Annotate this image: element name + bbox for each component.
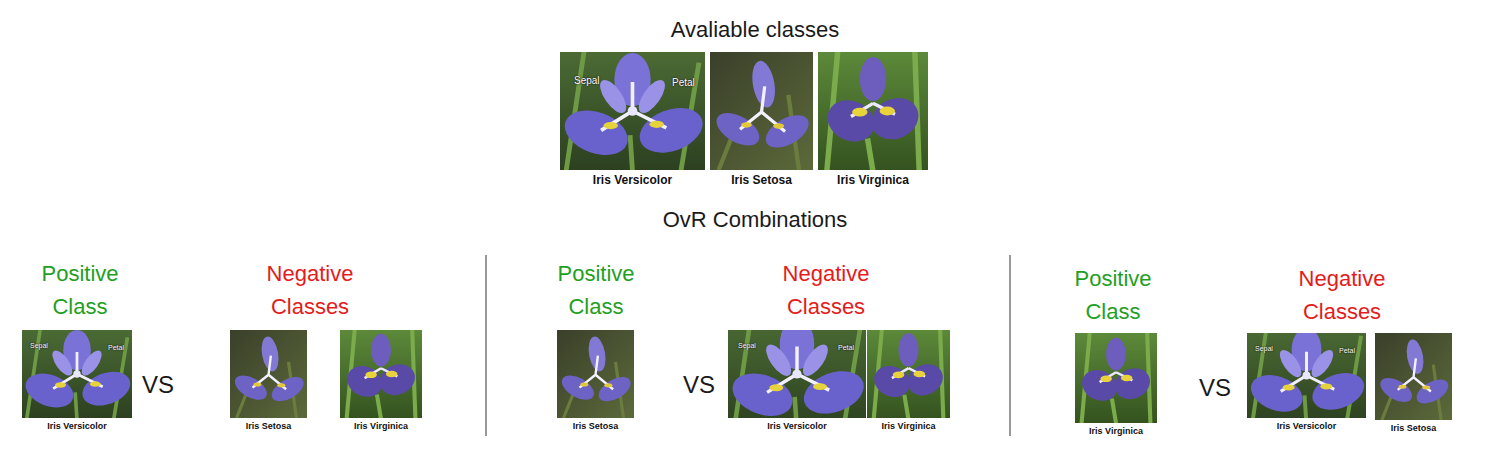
flower-illustration [22,330,132,418]
flower-tile: Sepal PetalIris Versicolor [22,330,132,431]
flower-illustration [710,52,813,170]
flower-tile: Iris Virginica [867,330,950,431]
flower-tile: Iris Setosa [710,52,813,187]
flower-tile: Sepal PetalIris Versicolor [728,330,866,431]
flower-tile: Iris Setosa [1375,333,1452,433]
flower-tile: Iris Virginica [818,52,928,187]
part-label: Petal [838,344,854,351]
flower-caption: Iris Versicolor [728,421,866,431]
negative-classes-label: Negative Classes [240,257,380,323]
flower-tile: Iris Virginica [1075,333,1157,436]
flower-caption: Iris Virginica [340,421,422,431]
part-label: Sepal [574,76,600,86]
panel-divider [486,255,487,436]
flower-caption: Iris Setosa [230,421,307,431]
versus-label: VS [1190,370,1240,406]
flower-illustration [1375,333,1452,420]
flower-illustration [557,330,634,418]
negative-classes-label: Negative Classes [756,257,896,323]
flower-caption: Iris Versicolor [22,421,132,431]
part-label: Sepal [1255,345,1273,352]
positive-class-label: Positive Class [536,257,656,323]
flower-photo [710,52,813,170]
flower-caption: Iris Versicolor [1247,421,1366,431]
flower-tile: Iris Virginica [340,330,422,431]
flower-tile: Sepal PetalIris Versicolor [560,52,705,187]
flower-tile: Sepal PetalIris Versicolor [1247,333,1366,431]
flower-caption: Iris Versicolor [560,173,705,187]
flower-caption: Iris Virginica [818,173,928,187]
positive-class-label: Positive Class [1053,262,1173,328]
versus-label: VS [133,367,183,403]
flower-tile: Iris Setosa [557,330,634,431]
flower-photo [340,330,422,418]
flower-caption: Iris Setosa [557,421,634,431]
part-label: Petal [1339,347,1355,354]
flower-photo [1375,333,1452,420]
flower-photo [560,52,705,170]
part-label: Sepal [738,342,756,349]
flower-photo [867,330,950,418]
flower-photo [818,52,928,170]
flower-illustration [340,330,422,418]
diagram-title: Avaliable classes [0,17,1510,43]
flower-photo [230,330,307,418]
panel-divider [1010,255,1011,436]
flower-illustration [1247,333,1366,418]
flower-caption: Iris Virginica [867,421,950,431]
part-label: Sepal [30,342,48,349]
section-heading: OvR Combinations [555,203,955,236]
positive-class-label: Positive Class [20,257,140,323]
flower-illustration [818,52,928,170]
versus-label: VS [674,367,724,403]
flower-caption: Iris Virginica [1075,426,1157,436]
flower-tile: Iris Setosa [230,330,307,431]
flower-caption: Iris Setosa [710,173,813,187]
flower-illustration [560,52,705,170]
flower-illustration [728,330,866,418]
flower-caption: Iris Setosa [1375,423,1452,433]
flower-illustration [1075,333,1157,423]
flower-illustration [230,330,307,418]
flower-photo [557,330,634,418]
part-label: Petal [108,344,124,351]
negative-classes-label: Negative Classes [1272,262,1412,328]
flower-illustration [867,330,950,418]
part-label: Petal [672,78,695,88]
flower-photo [1075,333,1157,423]
